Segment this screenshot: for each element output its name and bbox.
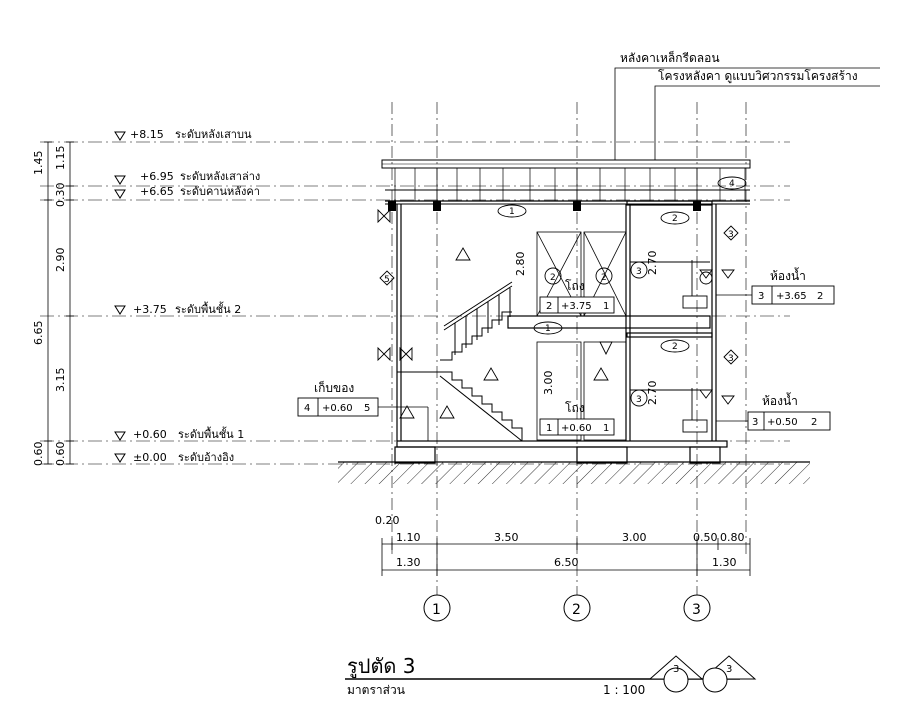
room-label: เก็บของ bbox=[314, 380, 354, 395]
grid-axis-bubbles bbox=[423, 594, 711, 622]
dim-text: 0.60 bbox=[54, 442, 67, 467]
dim-text: 0.20 bbox=[375, 514, 400, 527]
dim-text: 1.15 bbox=[54, 146, 67, 171]
room-label: โถง bbox=[565, 279, 585, 293]
marker-text: 2 bbox=[672, 214, 678, 224]
grid-axis-label: 3 bbox=[692, 602, 701, 618]
grid-axis-label: 2 bbox=[572, 602, 581, 618]
marker-text: 3 bbox=[636, 395, 642, 405]
dim-text: 2.90 bbox=[54, 248, 67, 273]
tag-mat: 2 bbox=[811, 417, 817, 428]
building-structure bbox=[394, 200, 728, 464]
room-label: ห้องน้ำ bbox=[762, 392, 798, 408]
dim-text: 0.60 bbox=[32, 442, 45, 467]
height-text: 3.00 bbox=[542, 371, 555, 396]
scale-value: 1 : 100 bbox=[603, 683, 645, 697]
marker-text: 5 bbox=[384, 275, 390, 285]
tag-level: +0.60 bbox=[561, 423, 592, 434]
dim-text: 1.30 bbox=[712, 556, 737, 569]
dim-text: 0.50 bbox=[693, 531, 718, 544]
marker-text: 4 bbox=[729, 179, 735, 189]
tag-level: +0.50 bbox=[767, 417, 798, 428]
tag-leaders bbox=[378, 294, 752, 441]
marker-text: 2 bbox=[672, 342, 678, 352]
marker-text: 3 bbox=[636, 267, 642, 277]
marker-circles bbox=[544, 261, 713, 407]
level-value: +0.60 bbox=[133, 428, 167, 441]
marker-text: 1 bbox=[509, 207, 515, 217]
title-block bbox=[345, 655, 757, 693]
dim-text: 1.45 bbox=[32, 151, 45, 176]
tag-mat: 5 bbox=[364, 403, 370, 414]
marker-text: 3 bbox=[728, 230, 734, 240]
level-label: ระดับพื้นชั้น 2 bbox=[175, 301, 241, 316]
scale-label: มาตราส่วน bbox=[347, 683, 405, 697]
tag-mat: 1 bbox=[603, 423, 609, 434]
tag-num: 3 bbox=[752, 417, 758, 428]
room-label: ห้องน้ำ bbox=[770, 267, 806, 283]
tag-num: 1 bbox=[546, 423, 552, 434]
level-triangles bbox=[114, 131, 126, 463]
marker-text: 2 bbox=[601, 273, 607, 283]
level-value: ±0.00 bbox=[133, 451, 167, 464]
section-ref: 3 bbox=[726, 664, 732, 675]
section-ref: 3 bbox=[673, 664, 679, 675]
dim-text: 3.00 bbox=[622, 531, 647, 544]
staircase bbox=[397, 281, 523, 442]
room-label: โถง bbox=[565, 401, 585, 415]
dim-text: 0.30 bbox=[54, 183, 67, 208]
tag-level: +3.75 bbox=[561, 301, 592, 312]
level-label: ระดับหลังเสาล่าง bbox=[180, 170, 260, 183]
height-text: 2.70 bbox=[646, 381, 659, 406]
ground bbox=[338, 461, 810, 484]
height-text: 2.70 bbox=[646, 251, 659, 276]
tag-level: +3.65 bbox=[776, 291, 807, 302]
marker-text: 1 bbox=[545, 324, 551, 334]
roof-material-label: หลังคาเหล็กรีดลอน bbox=[620, 50, 720, 65]
grid-axis-label: 1 bbox=[432, 602, 441, 618]
level-value: +6.65 bbox=[140, 185, 174, 198]
tag-num: 4 bbox=[304, 403, 310, 414]
dim-text: 3.50 bbox=[494, 531, 519, 544]
level-label: ระดับอ้างอิง bbox=[178, 451, 234, 464]
level-label: ระดับหลังเสาบน bbox=[175, 128, 252, 141]
dim-text: 1.10 bbox=[396, 531, 421, 544]
vertical-dimensions bbox=[44, 141, 74, 465]
marker-text: 3 bbox=[728, 354, 734, 364]
height-text: 2.80 bbox=[514, 252, 527, 277]
marker-text: 2 bbox=[550, 273, 556, 283]
level-value: +8.15 bbox=[130, 128, 164, 141]
level-label: ระดับคานหลังคา bbox=[180, 185, 260, 198]
dim-text: 0.80 bbox=[720, 531, 745, 544]
roof-truss bbox=[394, 168, 746, 201]
drawing-title: รูปตัด 3 bbox=[347, 654, 416, 679]
roof-structure-label: โครงหลังคา ดูแบบวิศวกรรมโครงสร้าง bbox=[658, 69, 858, 84]
annotation-symbols bbox=[377, 176, 747, 419]
tag-num: 3 bbox=[758, 291, 764, 302]
roof-leaders bbox=[614, 67, 880, 160]
bathroom-fixtures bbox=[630, 260, 710, 433]
roof-column-caps bbox=[388, 201, 701, 211]
tag-mat: 2 bbox=[817, 291, 823, 302]
tag-mat: 1 bbox=[603, 301, 609, 312]
grid-axis-lines bbox=[391, 102, 747, 595]
dim-text: 6.65 bbox=[32, 321, 45, 346]
tag-level: +0.60 bbox=[322, 403, 353, 414]
dim-text: 1.30 bbox=[396, 556, 421, 569]
horizontal-dimensions bbox=[381, 538, 751, 576]
level-label: ระดับพื้นชั้น 1 bbox=[178, 426, 244, 441]
level-value: +6.95 bbox=[140, 170, 174, 183]
dim-text: 3.15 bbox=[54, 368, 67, 393]
tag-num: 2 bbox=[546, 301, 552, 312]
level-value: +3.75 bbox=[133, 303, 167, 316]
dim-text: 6.50 bbox=[554, 556, 579, 569]
